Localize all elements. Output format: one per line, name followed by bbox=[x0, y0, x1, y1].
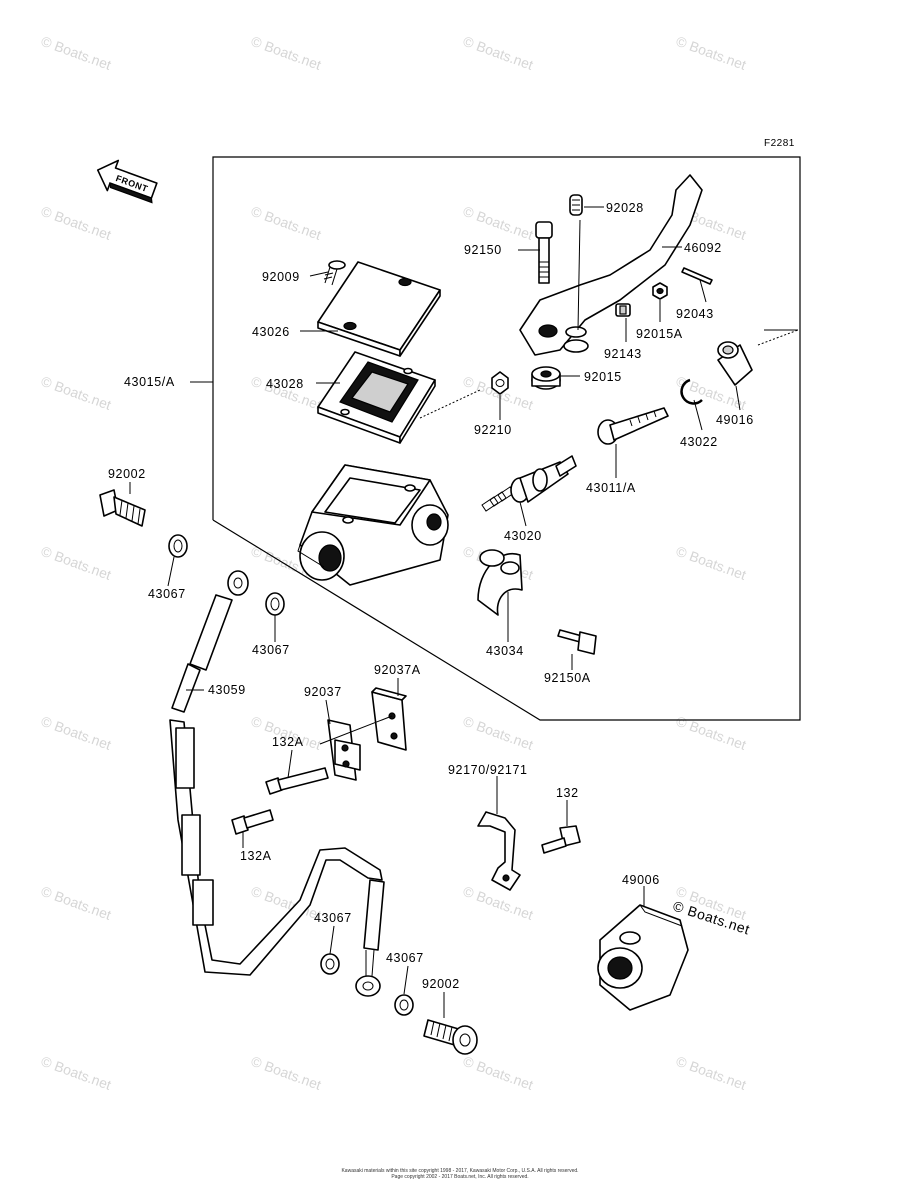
bracket-92037 bbox=[327, 719, 361, 781]
label-49016: 49016 bbox=[716, 413, 754, 427]
label-132A-top: 132A bbox=[272, 735, 304, 749]
assembly-outline bbox=[212, 156, 801, 721]
label-92170: 92170/92171 bbox=[448, 763, 528, 777]
screw-92009 bbox=[323, 260, 346, 286]
master-cylinder-body bbox=[297, 464, 449, 586]
reservoir-cap-43026 bbox=[317, 261, 441, 357]
banjo-bolt-92002-bottom bbox=[423, 1019, 478, 1055]
washer-43067-a bbox=[168, 534, 188, 558]
nut-92015 bbox=[531, 366, 561, 390]
label-43011A: 43011/A bbox=[586, 481, 636, 495]
label-43028: 43028 bbox=[266, 377, 304, 391]
boot-49016 bbox=[717, 341, 753, 386]
leader-lines bbox=[129, 206, 799, 1018]
clamp-43034 bbox=[477, 549, 523, 616]
watermark: © Boats.net bbox=[461, 1053, 536, 1093]
watermark: © Boats.net bbox=[249, 203, 324, 243]
label-46092: 46092 bbox=[684, 241, 722, 255]
bushing-92028 bbox=[569, 194, 583, 216]
circlip-43022 bbox=[680, 378, 703, 405]
watermark: © Boats.net bbox=[249, 33, 324, 73]
watermark: © Boats.net bbox=[461, 713, 536, 753]
diaphragm-43028 bbox=[317, 351, 436, 444]
label-92143: 92143 bbox=[604, 347, 642, 361]
label-92150: 92150 bbox=[464, 243, 502, 257]
figure-code: F2281 bbox=[764, 138, 795, 149]
brake-hose-43059 bbox=[169, 570, 385, 997]
label-43059: 43059 bbox=[208, 683, 246, 697]
label-92037: 92037 bbox=[304, 685, 342, 699]
watermark: © Boats.net bbox=[39, 33, 114, 73]
label-92015A: 92015A bbox=[636, 327, 683, 341]
watermark: © Boats.net bbox=[461, 33, 536, 73]
label-92009: 92009 bbox=[262, 270, 300, 284]
label-92037A: 92037A bbox=[374, 663, 421, 677]
watermark: © Boats.net bbox=[674, 1053, 749, 1093]
label-43067-c: 43067 bbox=[314, 911, 352, 925]
pivot-bolt-92150 bbox=[535, 221, 553, 284]
label-132A-bottom: 132A bbox=[240, 849, 272, 863]
bolt-132A-bottom bbox=[231, 809, 274, 835]
label-43034: 43034 bbox=[486, 644, 524, 658]
copyright-notice: Kawasaki materials within this site copy… bbox=[300, 1168, 620, 1180]
watermark: © Boats.net bbox=[39, 1053, 114, 1093]
pin-92043 bbox=[681, 267, 713, 285]
bolt-92150A bbox=[557, 629, 597, 655]
bolt-132A-top bbox=[265, 767, 329, 795]
label-49006: 49006 bbox=[622, 873, 660, 887]
cover-49006 bbox=[597, 904, 689, 1011]
nut-92210 bbox=[491, 371, 509, 395]
watermark: © Boats.net bbox=[39, 883, 114, 923]
label-92002-bottom: 92002 bbox=[422, 977, 460, 991]
watermark: © Boats.net bbox=[39, 543, 114, 583]
label-43067-d: 43067 bbox=[386, 951, 424, 965]
label-43067-a: 43067 bbox=[148, 587, 186, 601]
label-43022: 43022 bbox=[680, 435, 718, 449]
copyright-line: Kawasaki materials within this site copy… bbox=[341, 1168, 579, 1174]
label-92043: 92043 bbox=[676, 307, 714, 321]
watermark: © Boats.net bbox=[674, 33, 749, 73]
watermark: © Boats.net bbox=[39, 203, 114, 243]
nut-92015A bbox=[652, 282, 668, 300]
bracket-92037A bbox=[319, 687, 407, 751]
label-43026: 43026 bbox=[252, 325, 290, 339]
label-43020: 43020 bbox=[504, 529, 542, 543]
label-92210: 92210 bbox=[474, 423, 512, 437]
watermark: © Boats.net bbox=[39, 713, 114, 753]
bolt-132 bbox=[541, 825, 581, 854]
part-labels: 92028 92150 46092 92009 92043 92015A 430… bbox=[108, 201, 754, 991]
label-92150A: 92150A bbox=[544, 671, 591, 685]
label-132: 132 bbox=[556, 786, 579, 800]
banjo-bolt-92002-top bbox=[99, 489, 146, 527]
label-43067-b: 43067 bbox=[252, 643, 290, 657]
watermark: © Boats.net bbox=[674, 713, 749, 753]
piston-43020 bbox=[481, 455, 577, 512]
watermark: © Boats.net bbox=[249, 1053, 324, 1093]
washer-43067-c bbox=[320, 953, 340, 975]
bracket-92170 bbox=[477, 811, 521, 891]
copyright-line: Page copyright 2002 - 2017 Boats.net, In… bbox=[391, 1174, 529, 1180]
label-92002-top: 92002 bbox=[108, 467, 146, 481]
label-92028: 92028 bbox=[606, 201, 644, 215]
front-arrow-icon: FRONT bbox=[96, 159, 158, 204]
lever-46092 bbox=[519, 174, 703, 356]
washer-43067-d bbox=[394, 994, 414, 1016]
collar-92143 bbox=[615, 303, 631, 317]
watermark: © Boats.net bbox=[39, 373, 114, 413]
watermark: © Boats.net bbox=[461, 203, 536, 243]
label-43015A: 43015/A bbox=[124, 375, 175, 389]
washer-43067-b bbox=[265, 592, 285, 616]
push-rod-43011A bbox=[597, 407, 669, 445]
label-92015: 92015 bbox=[584, 370, 622, 384]
watermark: © Boats.net bbox=[674, 543, 749, 583]
watermark: © Boats.net bbox=[461, 883, 536, 923]
